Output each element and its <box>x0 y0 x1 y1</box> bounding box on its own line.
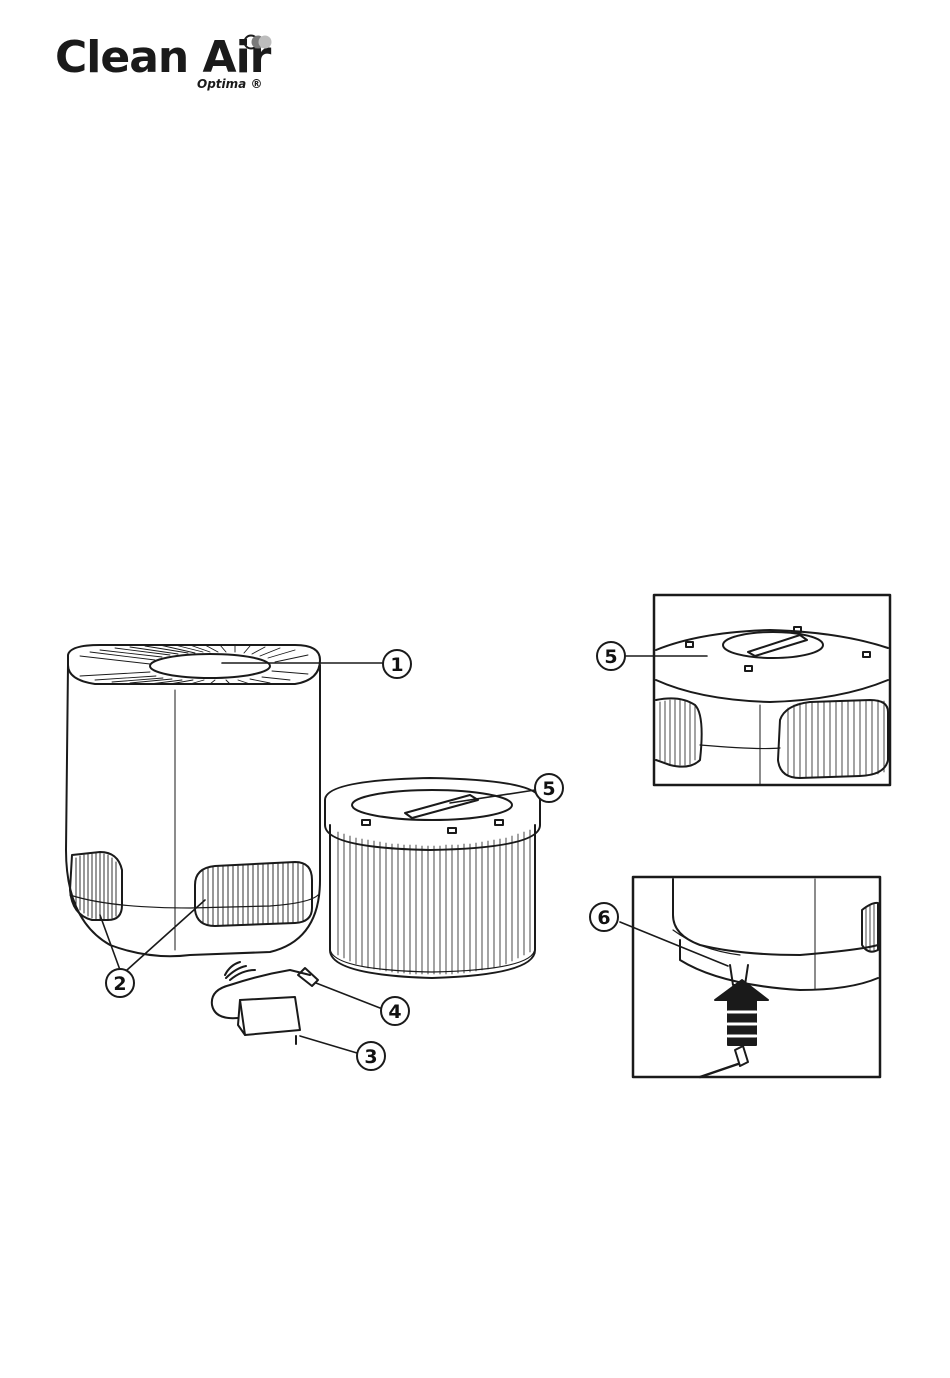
filter-cartridge <box>325 778 540 978</box>
power-adapter <box>212 962 318 1044</box>
detail-power-box <box>633 877 880 1077</box>
callout-3: 3 <box>364 1046 377 1068</box>
callout-2: 2 <box>113 973 126 995</box>
air-purifier-unit <box>66 645 320 956</box>
detail-top-box <box>654 595 890 785</box>
callout-4: 4 <box>388 1001 401 1023</box>
callout-6: 6 <box>597 907 610 929</box>
callout-5: 5 <box>542 778 555 800</box>
callout-5-detail: 5 <box>604 646 617 668</box>
callout-1: 1 <box>390 654 403 676</box>
